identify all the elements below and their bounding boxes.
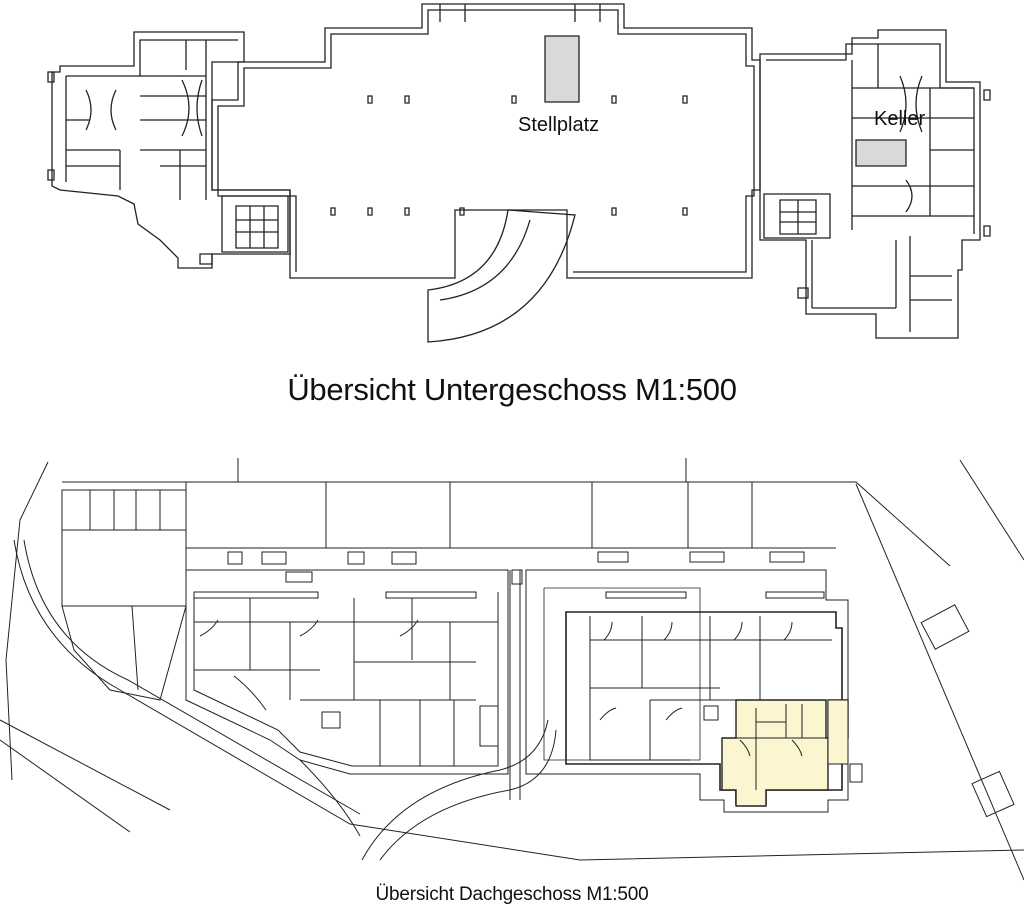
highlighted-apartment <box>722 700 848 806</box>
outdoor-object-1 <box>921 605 969 649</box>
site-boundaries <box>0 458 1024 880</box>
carport <box>62 490 186 700</box>
right-cellar-wing <box>760 30 990 338</box>
left-cellar-wing <box>48 32 290 268</box>
garage-columns <box>331 96 687 215</box>
outdoor-object-2 <box>972 771 1014 816</box>
parking-label: Stellplatz <box>518 114 600 136</box>
access-paths <box>300 570 556 860</box>
plot-strip <box>62 482 950 566</box>
cellar-grey-block <box>856 140 906 166</box>
garage-hall <box>212 4 760 278</box>
roof-plan <box>0 458 1024 880</box>
left-building <box>186 552 508 774</box>
roof-plan-caption: Übersicht Dachgeschoss M1:500 <box>375 884 649 905</box>
parking-grey-block <box>545 36 579 102</box>
cellar-label: Keller <box>874 108 926 130</box>
basement-plan <box>48 4 990 342</box>
curved-ramp <box>428 210 575 342</box>
basement-plan-caption: Übersicht Untergeschoss M1:500 <box>287 372 737 407</box>
